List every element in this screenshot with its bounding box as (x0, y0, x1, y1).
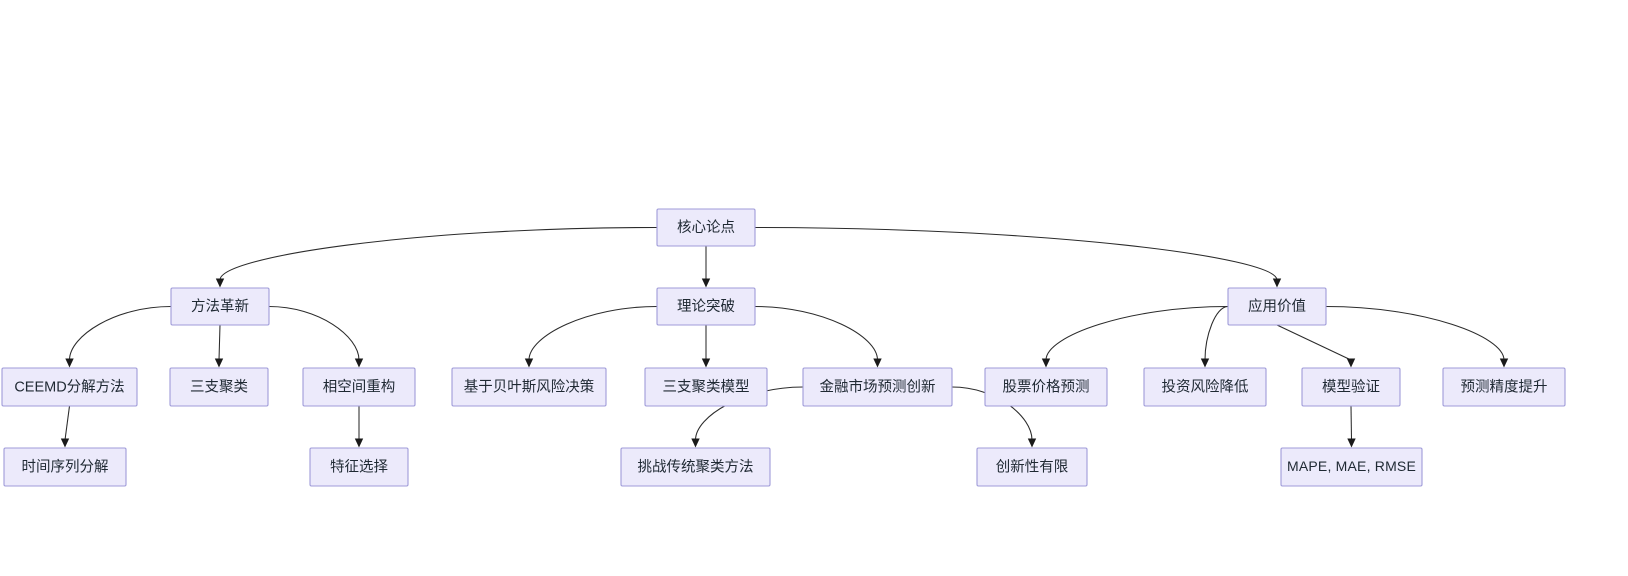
arrowhead-l1a-to-l2b (214, 358, 224, 368)
node-label: CEEMD分解方法 (14, 378, 124, 395)
node-box[interactable] (309, 447, 409, 487)
node-label: 投资风险降低 (1162, 378, 1249, 395)
node-box[interactable] (1227, 287, 1327, 326)
node-l2c[interactable]: 相空间重构 (302, 367, 416, 407)
node-l3b[interactable]: 特征选择 (309, 447, 409, 487)
arrowhead-l1b-to-l2e (701, 358, 711, 368)
arrowhead-l2c-to-l3b (354, 438, 364, 448)
node-l2j[interactable]: 预测精度提升 (1442, 367, 1566, 407)
node-box[interactable] (620, 447, 771, 487)
edge-l1c-to-l2g (1045, 305, 1229, 361)
arrowhead-l1c-to-l2j (1499, 358, 1509, 368)
node-l3a[interactable]: 时间序列分解 (3, 447, 127, 487)
node-label: 时间序列分解 (22, 458, 109, 475)
node-label: 三支聚类模型 (663, 378, 750, 395)
node-box[interactable] (656, 287, 756, 326)
arrowhead-root-to-l1c (1272, 278, 1282, 288)
arrowhead-l1c-to-l2i (1346, 358, 1356, 368)
arrowhead-l2f-to-l3d (1027, 438, 1037, 448)
node-label: 预测精度提升 (1461, 378, 1548, 395)
node-box[interactable] (451, 367, 607, 407)
node-l2g[interactable]: 股票价格预测 (984, 367, 1108, 407)
node-box[interactable] (976, 447, 1088, 487)
node-box[interactable] (1, 367, 138, 407)
node-label: 股票价格预测 (1003, 378, 1090, 395)
edge-layer (60, 226, 1509, 448)
edge-l1b-to-l2f (754, 305, 879, 361)
node-label: 相空间重构 (323, 378, 396, 395)
node-label: 方法革新 (191, 298, 249, 315)
node-l2h[interactable]: 投资风险降低 (1143, 367, 1267, 407)
arrowhead-l2i-to-l3e (1347, 438, 1356, 448)
edge-l1a-to-l2c (268, 305, 360, 361)
edge-l1c-to-l2i (1276, 324, 1352, 361)
node-l2b[interactable]: 三支聚类 (169, 367, 269, 407)
node-l2d[interactable]: 基于贝叶斯风险决策 (451, 367, 607, 407)
edge-l1c-to-l2h (1204, 305, 1229, 361)
node-label: 应用价值 (1248, 297, 1306, 315)
node-label: 理论突破 (677, 298, 735, 315)
node-label: 金融市场预测创新 (820, 378, 936, 395)
arrowhead-l1c-to-l2g (1041, 358, 1051, 368)
node-l1a[interactable]: 方法革新 (170, 287, 270, 326)
node-box[interactable] (1280, 447, 1423, 487)
arrowhead-l1c-to-l2h (1200, 358, 1210, 368)
edge-root-to-l1a (219, 226, 658, 281)
node-label: 三支聚类 (190, 378, 248, 395)
node-box[interactable] (1143, 367, 1267, 407)
node-l2i[interactable]: 模型验证 (1301, 367, 1401, 407)
arrowhead-l1b-to-l2f (873, 358, 882, 368)
node-l1b[interactable]: 理论突破 (656, 287, 756, 326)
edge-l1b-to-l2d (528, 305, 658, 361)
arrowhead-root-to-l1a (215, 278, 225, 288)
node-box[interactable] (1301, 367, 1401, 407)
node-l2f[interactable]: 金融市场预测创新 (802, 367, 953, 407)
edge-l2a-to-l3a (64, 405, 71, 441)
arrowhead-l1a-to-l2a (65, 358, 74, 368)
node-box[interactable] (169, 367, 269, 407)
node-box[interactable] (802, 367, 953, 407)
arrowhead-root-to-l1b (701, 278, 711, 288)
node-box[interactable] (3, 447, 127, 487)
node-label: MAPE, MAE, RMSE (1287, 458, 1416, 474)
edge-l1a-to-l2b (218, 324, 221, 361)
node-box[interactable] (1442, 367, 1566, 407)
node-label: 基于贝叶斯风险决策 (464, 378, 595, 395)
node-l3d[interactable]: 创新性有限 (976, 447, 1088, 487)
edge-l2i-to-l3e (1350, 405, 1353, 441)
edge-root-to-l1c (754, 226, 1278, 281)
arrowhead-l1b-to-l2d (524, 358, 534, 368)
node-box[interactable] (170, 287, 270, 326)
node-label: 挑战传统聚类方法 (638, 458, 754, 475)
node-label: 核心论点 (677, 219, 735, 236)
edge-l1c-to-l2j (1325, 305, 1505, 361)
arrowhead-l2a-to-l3a (60, 438, 70, 448)
arrowhead-l2f-to-l3c (691, 438, 700, 448)
node-label: 创新性有限 (996, 458, 1069, 475)
edge-l1a-to-l2a (68, 305, 172, 361)
node-root[interactable]: 核心论点 (656, 208, 756, 247)
node-l1c[interactable]: 应用价值 (1227, 287, 1327, 326)
node-box[interactable] (302, 367, 416, 407)
node-label: 特征选择 (330, 458, 388, 475)
node-box[interactable] (656, 208, 756, 247)
node-l3c[interactable]: 挑战传统聚类方法 (620, 447, 771, 487)
node-box[interactable] (644, 367, 768, 407)
node-label: 模型验证 (1322, 378, 1380, 395)
node-l2a[interactable]: CEEMD分解方法 (1, 367, 138, 407)
node-l2e[interactable]: 三支聚类模型 (644, 367, 768, 407)
node-box[interactable] (984, 367, 1108, 407)
node-l3e[interactable]: MAPE, MAE, RMSE (1280, 447, 1423, 487)
arrowhead-l1a-to-l2c (354, 358, 364, 368)
